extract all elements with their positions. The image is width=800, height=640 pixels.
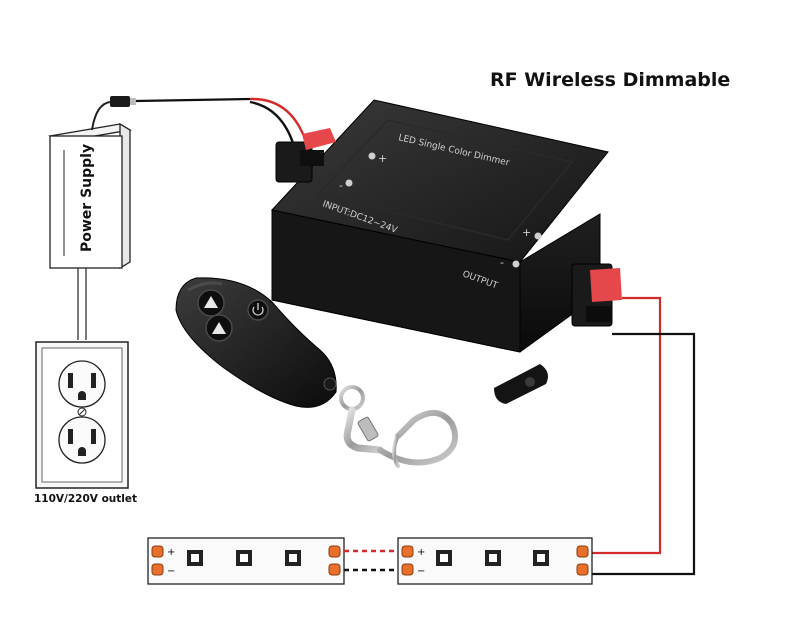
output-minus-sign: - xyxy=(500,256,504,269)
dimmer-controller xyxy=(271,99,622,404)
strip-interconnect xyxy=(344,549,398,572)
rf-remote xyxy=(175,277,337,408)
output-plus-sign: + xyxy=(522,226,531,239)
output-minus-dot xyxy=(512,260,520,268)
led-strip-1 xyxy=(147,537,345,585)
outlet-label: 110V/220V outlet xyxy=(34,493,137,505)
input-minus-sign: - xyxy=(339,179,343,192)
strip-1-minus: − xyxy=(167,566,175,577)
strip-2-plus: + xyxy=(417,547,425,558)
wall-outlet xyxy=(35,341,129,489)
diagram-title: RF Wireless Dimmable xyxy=(490,69,730,91)
mains-cable xyxy=(77,268,87,340)
strip-1-plus: + xyxy=(167,547,175,558)
keychain-clasp xyxy=(339,385,458,468)
input-minus-dot xyxy=(345,179,353,187)
led-strip-2 xyxy=(397,537,593,585)
power-supply: Power Supply xyxy=(48,122,132,270)
output-wires xyxy=(592,296,696,576)
power-supply-label: Power Supply xyxy=(79,144,95,252)
output-plus-dot xyxy=(534,232,542,240)
input-plus-dot xyxy=(368,152,376,160)
input-plus-sign: + xyxy=(378,152,387,165)
strip-2-minus: − xyxy=(417,566,425,577)
